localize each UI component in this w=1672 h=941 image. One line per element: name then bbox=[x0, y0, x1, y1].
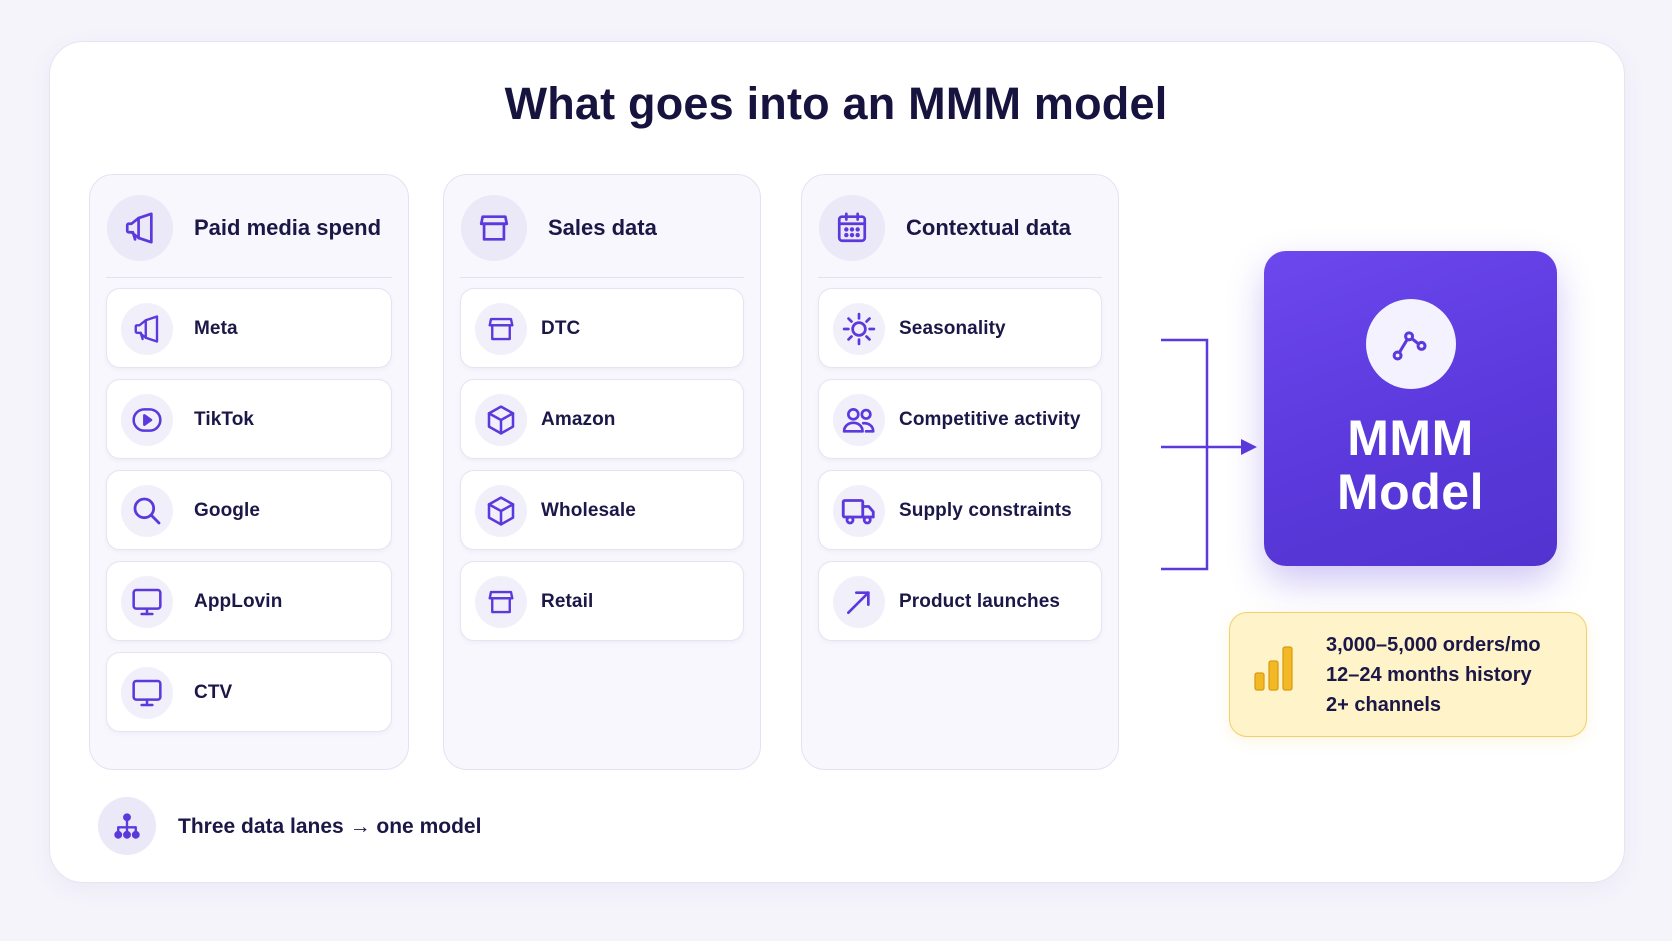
footer-caption: Three data lanes → one model bbox=[178, 815, 482, 838]
page-title: What goes into an MMM model bbox=[504, 78, 1168, 129]
box-icon bbox=[475, 485, 527, 537]
store-icon bbox=[461, 195, 527, 261]
list-item-amazon: Amazon bbox=[460, 379, 744, 459]
mmm-model-card: MMM Model bbox=[1264, 251, 1557, 566]
list-item-retail: Retail bbox=[460, 561, 744, 641]
item-label: Supply constraints bbox=[899, 500, 1072, 521]
lane-title: Sales data bbox=[548, 215, 657, 240]
lane-paid-media: Paid media spend Meta TikTok Google AppL… bbox=[89, 174, 409, 770]
calendar-icon bbox=[819, 195, 885, 261]
megaphone-icon bbox=[107, 195, 173, 261]
monitor-icon bbox=[121, 576, 173, 628]
lane-header: Contextual data bbox=[818, 175, 1102, 278]
lane-title: Paid media spend bbox=[194, 215, 382, 240]
lane-header: Paid media spend bbox=[106, 175, 392, 278]
box-icon bbox=[475, 394, 527, 446]
hierarchy-icon bbox=[98, 797, 156, 855]
item-label: Retail bbox=[541, 591, 594, 612]
list-item-seasonality: Seasonality bbox=[818, 288, 1102, 368]
connector-arrow bbox=[1161, 338, 1257, 571]
bar-chart-icon bbox=[1252, 641, 1296, 693]
list-item-ctv: CTV bbox=[106, 652, 392, 732]
lane-title: Contextual data bbox=[906, 215, 1072, 240]
item-label: Product launches bbox=[899, 591, 1061, 612]
monitor-icon bbox=[121, 667, 173, 719]
store-icon bbox=[475, 303, 527, 355]
list-item-tiktok: TikTok bbox=[106, 379, 392, 459]
item-label: Seasonality bbox=[899, 318, 1006, 339]
requirements-note: 3,000–5,000 orders/mo 12–24 months histo… bbox=[1229, 612, 1587, 737]
list-item-meta: Meta bbox=[106, 288, 392, 368]
trend-line-icon bbox=[1366, 299, 1456, 389]
play-icon bbox=[121, 394, 173, 446]
sun-icon bbox=[833, 303, 885, 355]
model-title-line2: Model bbox=[1337, 464, 1484, 520]
list-item-wholesale: Wholesale bbox=[460, 470, 744, 550]
list-item-dtc: DTC bbox=[460, 288, 744, 368]
model-title-line1: MMM bbox=[1347, 410, 1474, 466]
item-label: CTV bbox=[194, 682, 233, 703]
item-label: DTC bbox=[541, 318, 581, 339]
list-item-applovin: AppLovin bbox=[106, 561, 392, 641]
list-item-supply-constraints: Supply constraints bbox=[818, 470, 1102, 550]
requirement-line: 2+ channels bbox=[1326, 694, 1442, 716]
item-label: Amazon bbox=[541, 409, 616, 430]
search-icon bbox=[121, 485, 173, 537]
arrow-up-right-icon bbox=[833, 576, 885, 628]
truck-icon bbox=[833, 485, 885, 537]
lane-contextual-data: Contextual data Seasonality Competitive … bbox=[801, 174, 1119, 770]
list-item-competitive-activity: Competitive activity bbox=[818, 379, 1102, 459]
lane-header: Sales data bbox=[460, 175, 744, 278]
item-label: Wholesale bbox=[541, 500, 636, 521]
item-label: Google bbox=[194, 500, 261, 521]
item-label: TikTok bbox=[194, 409, 255, 430]
item-label: Competitive activity bbox=[899, 409, 1081, 430]
users-icon bbox=[833, 394, 885, 446]
list-item-product-launches: Product launches bbox=[818, 561, 1102, 641]
lane-sales-data: Sales data DTC Amazon Wholesale Retail bbox=[443, 174, 761, 770]
megaphone-icon bbox=[121, 303, 173, 355]
store-icon bbox=[475, 576, 527, 628]
list-item-google: Google bbox=[106, 470, 392, 550]
item-label: AppLovin bbox=[194, 591, 283, 612]
item-label: Meta bbox=[194, 318, 238, 339]
requirement-line: 3,000–5,000 orders/mo bbox=[1326, 634, 1541, 656]
requirement-line: 12–24 months history bbox=[1326, 664, 1532, 686]
